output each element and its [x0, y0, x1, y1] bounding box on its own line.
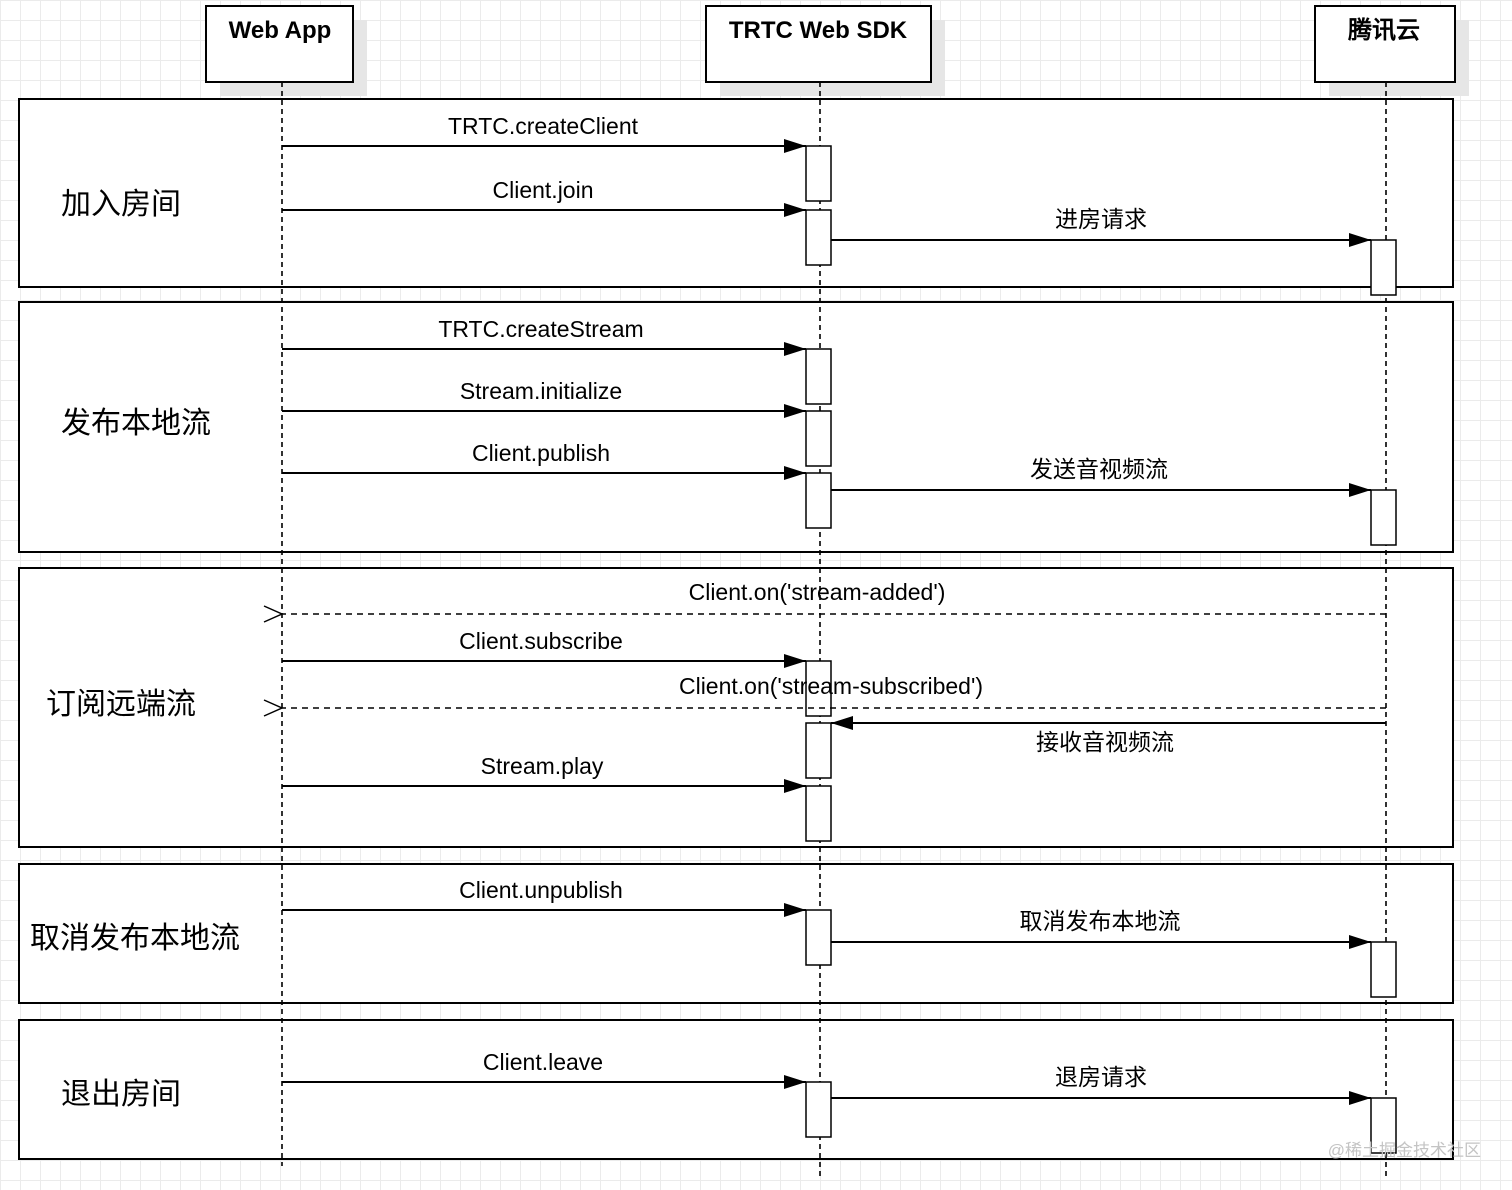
participant-trtc-web-sdk: TRTC Web SDK	[705, 5, 945, 96]
watermark-text: @稀土掘金技术社区	[1328, 1141, 1481, 1160]
message-label-client-unpublish: Client.unpublish	[459, 877, 623, 903]
participant-label-web-app: Web App	[229, 17, 332, 44]
section-unpublish-frame	[18, 863, 1454, 1004]
activation-sdk	[805, 410, 832, 467]
message-label-client-publish: Client.publish	[472, 440, 610, 466]
message-label-client-leave: Client.leave	[483, 1049, 603, 1075]
activation-cloud	[1370, 1097, 1397, 1154]
activation-cloud	[1370, 941, 1397, 998]
section-leave-frame	[18, 1019, 1454, 1160]
participant-web-app: Web App	[205, 5, 367, 96]
message-label-send-av-stream: 发送音视频流	[1030, 456, 1168, 482]
section-label-leave: 退出房间	[61, 1078, 181, 1111]
message-label-receive-av-stream: 接收音视频流	[1036, 729, 1174, 755]
participant-label-cloud: 腾讯云	[1348, 17, 1420, 44]
message-label-stream-play: Stream.play	[481, 753, 604, 779]
section-publish-frame	[18, 301, 1454, 553]
participant-tencent-cloud: 腾讯云	[1314, 5, 1469, 96]
participant-label-sdk: TRTC Web SDK	[729, 17, 908, 44]
message-label-client-subscribe: Client.subscribe	[459, 628, 623, 654]
message-label-create-client: TRTC.createClient	[448, 113, 639, 139]
message-label-join-request: 进房请求	[1055, 206, 1147, 232]
activation-sdk	[805, 145, 832, 202]
message-label-stream-subscribed: Client.on('stream-subscribed')	[679, 673, 983, 699]
activation-cloud	[1370, 489, 1397, 546]
section-label-subscribe: 订阅远端流	[46, 688, 196, 721]
activation-sdk	[805, 348, 832, 405]
activation-cloud	[1370, 239, 1397, 296]
message-label-stream-initialize: Stream.initialize	[460, 378, 622, 404]
message-label-leave-request: 退房请求	[1055, 1064, 1147, 1090]
section-label-join: 加入房间	[61, 188, 181, 221]
message-label-stream-added: Client.on('stream-added')	[689, 579, 946, 605]
message-label-client-join: Client.join	[493, 177, 594, 203]
activation-sdk	[805, 209, 832, 266]
section-label-publish: 发布本地流	[61, 407, 211, 440]
section-label-unpublish: 取消发布本地流	[30, 922, 240, 955]
activation-sdk	[805, 722, 832, 779]
activation-sdk	[805, 1081, 832, 1138]
message-label-create-stream: TRTC.createStream	[438, 316, 643, 342]
message-label-unpublish-request: 取消发布本地流	[1020, 908, 1181, 934]
activation-sdk	[805, 785, 832, 842]
activation-sdk	[805, 660, 832, 717]
activation-sdk	[805, 909, 832, 966]
activation-sdk	[805, 472, 832, 529]
section-join-frame	[18, 98, 1454, 288]
